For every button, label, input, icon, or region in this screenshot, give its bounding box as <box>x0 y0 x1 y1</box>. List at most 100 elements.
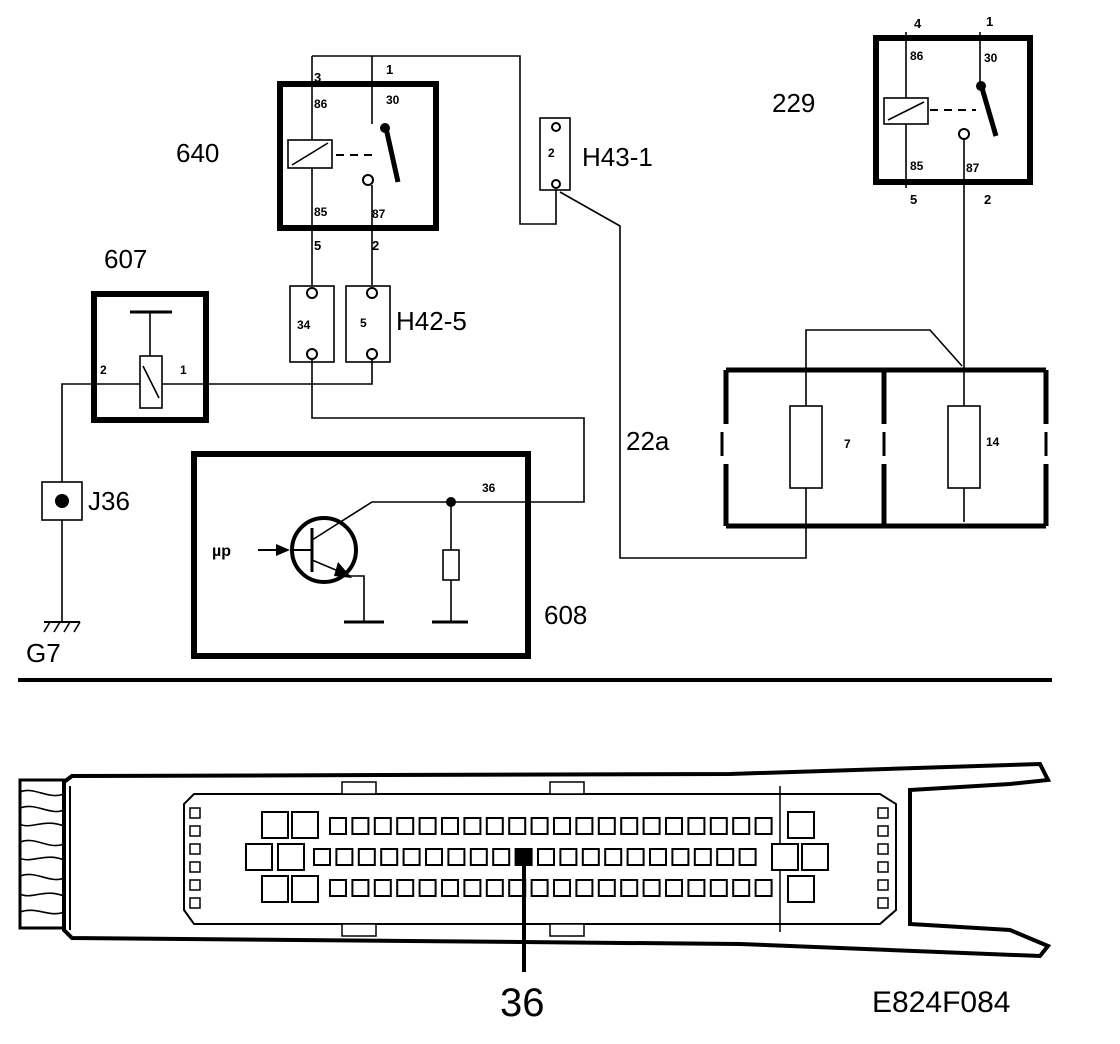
relay-229-pin-85: 85 <box>910 159 924 173</box>
pin-cavity <box>313 848 331 866</box>
large-pin <box>245 843 273 871</box>
fuse-7 <box>789 405 823 489</box>
relay-640-pin-30: 30 <box>386 93 400 107</box>
h42-label: H42-5 <box>396 306 467 336</box>
ecu-input-label: µp <box>212 543 231 560</box>
relay-229-wire-4: 4 <box>914 16 922 31</box>
relay-640-wire-5: 5 <box>314 238 321 253</box>
housing-rib <box>189 861 201 873</box>
relay-229: 229 4 1 86 30 85 87 5 2 <box>772 14 1033 522</box>
fuse-14 <box>947 405 981 489</box>
housing-rib <box>877 861 889 873</box>
housing-rib <box>189 897 201 909</box>
pin-cavity <box>396 879 415 897</box>
pin-cavity <box>357 848 376 866</box>
large-pin <box>291 811 319 839</box>
fuse-14-label: 14 <box>986 435 1000 449</box>
pin-cavity <box>709 879 728 897</box>
relay-640-label: 640 <box>176 138 219 168</box>
pin-cavity <box>441 879 459 897</box>
large-pin <box>801 843 829 871</box>
pin-cavity <box>626 848 645 866</box>
pin-cavity <box>329 817 347 835</box>
housing-rib <box>189 843 201 855</box>
ground-g7: G7 <box>26 621 81 668</box>
pin-cavity <box>620 817 639 835</box>
housing-rib <box>877 843 889 855</box>
pin-cavity <box>396 817 415 835</box>
pin-cavity <box>373 879 392 897</box>
pin-cavity <box>754 879 773 897</box>
h42-pin-34: 34 <box>297 318 311 332</box>
switch-607-label: 607 <box>104 244 147 274</box>
pin-cavity <box>620 879 639 897</box>
pin-cavity <box>351 817 370 835</box>
pin-cavity <box>537 848 555 866</box>
relay-229-pin-30: 30 <box>984 51 998 65</box>
h42-pin-5: 5 <box>360 316 367 330</box>
pin-cavity <box>447 848 466 866</box>
relay-640-pin-85: 85 <box>314 205 328 219</box>
pin-cavity <box>530 879 549 897</box>
pin-cavity <box>642 817 661 835</box>
wire-h42-to-608 <box>311 360 585 503</box>
large-pin <box>277 843 305 871</box>
pin-cavity <box>642 879 661 897</box>
housing-rib <box>877 807 889 819</box>
pin-cavity <box>693 848 712 866</box>
housing-rib <box>189 825 201 837</box>
relay-640: 640 3 1 86 30 85 87 5 2 <box>176 56 439 285</box>
pin-cavity <box>754 817 773 835</box>
ecu-608-label: 608 <box>544 600 587 630</box>
relay-229-label: 229 <box>772 88 815 118</box>
pin-cavity <box>485 817 504 835</box>
relay-229-pin-87: 87 <box>966 161 980 175</box>
pin-cavity <box>716 848 735 866</box>
relay-640-pin-87: 87 <box>372 207 386 221</box>
housing-rib <box>877 825 889 837</box>
pin-cavity <box>441 817 459 835</box>
wire-22a-label: 22a <box>626 426 670 456</box>
relay-640-wire-1: 1 <box>386 62 393 77</box>
pin-grid <box>189 807 889 909</box>
pin-cavity <box>492 848 511 866</box>
pin-cavity <box>575 879 594 897</box>
relay-640-wire-3: 3 <box>314 70 321 85</box>
g7-label: G7 <box>26 638 61 668</box>
pin-cavity <box>709 817 728 835</box>
pin-cavity <box>485 879 504 897</box>
pin-cavity <box>553 817 571 835</box>
large-pin <box>261 811 289 839</box>
switch-607: 607 2 1 <box>91 244 209 423</box>
housing-rib <box>877 879 889 891</box>
j36-label: J36 <box>88 486 130 516</box>
large-pin <box>771 843 799 871</box>
pin-cavity <box>418 879 437 897</box>
pin-cavity <box>373 817 392 835</box>
wire-h42-to-607 <box>61 360 373 484</box>
pin-cavity <box>597 817 616 835</box>
large-pin <box>787 875 815 903</box>
pin-cavity <box>559 848 578 866</box>
pin-cavity <box>469 848 488 866</box>
ecu-connector-view: 36 E824F084 <box>18 761 1052 1025</box>
relay-229-pin-86: 86 <box>910 49 924 63</box>
large-pin <box>787 811 815 839</box>
pin-cavity <box>553 879 571 897</box>
fuse-box: 7 14 <box>720 367 1049 529</box>
pin-cavity <box>335 848 354 866</box>
pin-cavity <box>687 879 706 897</box>
pin-cavity <box>463 817 482 835</box>
connector-h43-1: 2 H43-1 <box>539 117 653 191</box>
pin-36-callout-label: 36 <box>500 981 545 1025</box>
pin-cavity <box>575 817 594 835</box>
pin-cavity <box>425 848 443 866</box>
relay-229-wire-2: 2 <box>984 192 991 207</box>
cable-bundle <box>18 778 66 930</box>
wire-22a <box>559 191 963 559</box>
pin-cavity <box>687 817 706 835</box>
pin-cavity <box>597 879 616 897</box>
pin-cavity <box>732 817 751 835</box>
